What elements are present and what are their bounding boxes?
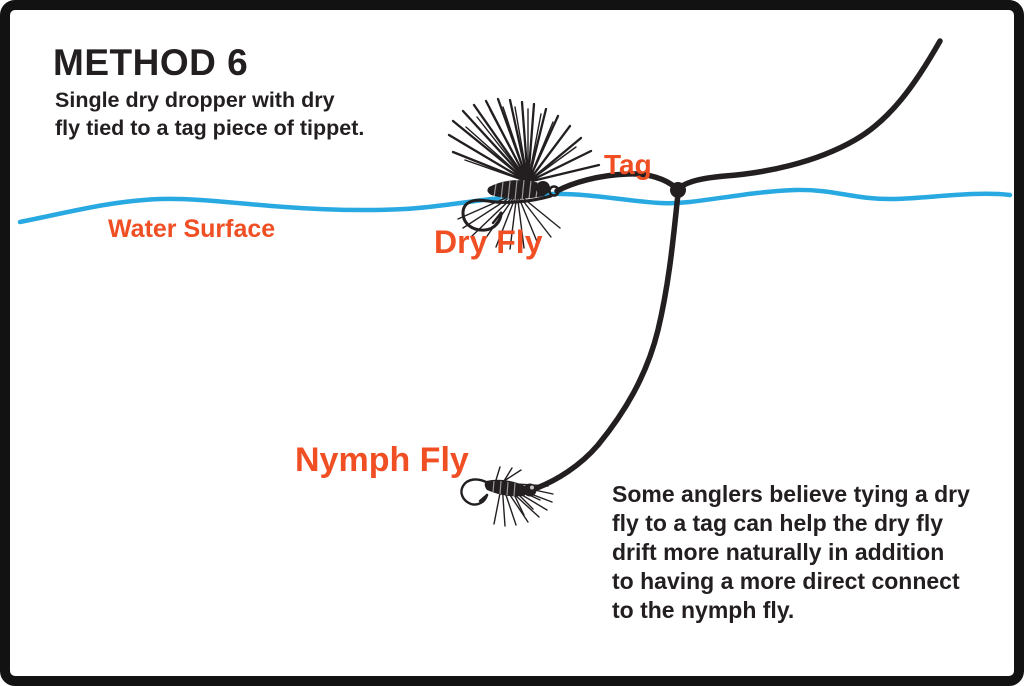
label-dry-fly: Dry Fly [434,224,543,260]
main-leader-line [676,38,943,191]
tag-knot-dot [670,182,686,198]
label-water-surface: Water Surface [108,215,276,243]
page-title: METHOD 6 [53,42,249,83]
note-text: Some anglers believe tying a dry fly to … [612,480,970,625]
page-subtitle: Single dry dropper with dry fly tied to … [55,86,364,142]
label-tag: Tag [604,149,652,180]
nymph-fly-illustration [460,466,554,527]
subtitle-line-2: fly tied to a tag piece of tippet. [55,116,365,140]
note-line-2: fly to a tag can help the dry fly [612,510,944,536]
dry-fly-illustration [447,97,601,250]
dropper-line [534,191,681,491]
note-line-3: drift more naturally in addition [612,539,945,565]
label-nymph-fly: Nymph Fly [295,441,469,479]
tag-line [554,171,679,194]
subtitle-line-1: Single dry dropper with dry [55,88,335,112]
note-line-1: Some anglers believe tying a dry [612,481,970,507]
note-line-5: to the nymph fly. [612,597,795,623]
note-line-4: to having a more direct connect [612,568,960,594]
